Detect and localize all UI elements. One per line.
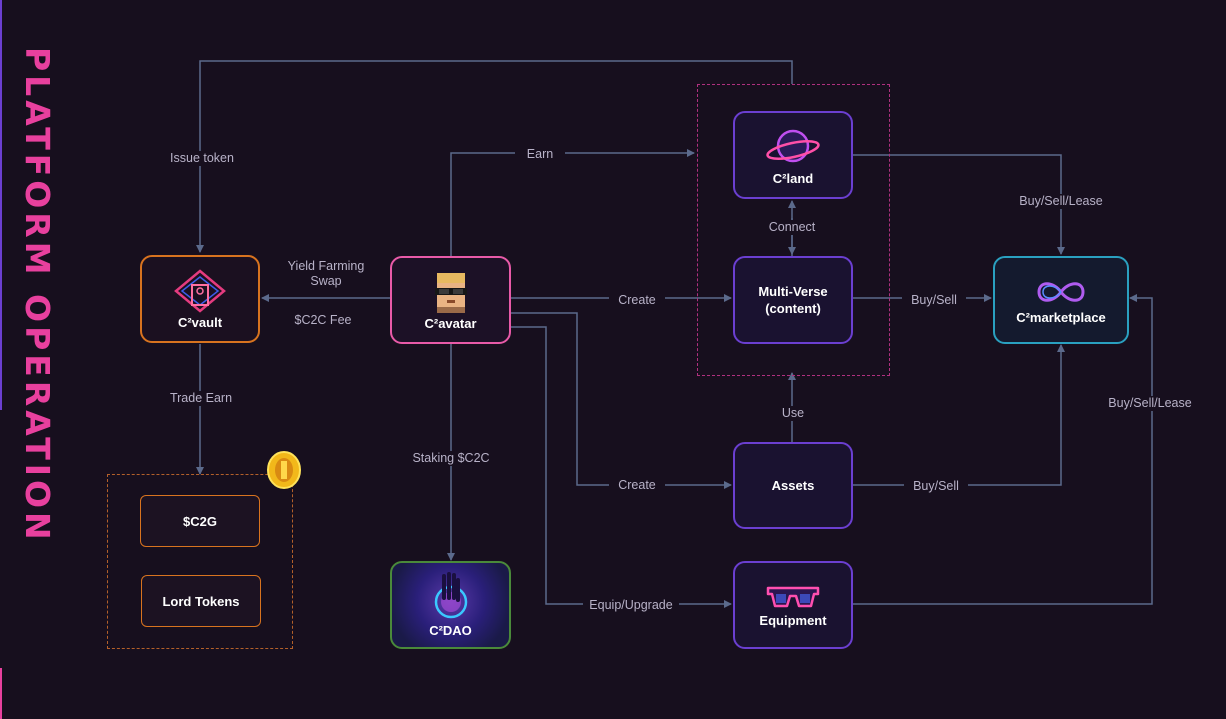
edge-equip-market [853,294,1153,605]
coin-icon [267,451,301,489]
node-dao[interactable]: C²DAO [390,561,511,649]
multiverse-line1: Multi-Verse [758,284,828,299]
dao-hand-icon [434,571,467,618]
node-marketplace[interactable]: C²marketplace [993,256,1129,344]
land-multiverse-group [697,84,890,376]
label-buy-sell-mv: Buy/Sell [902,293,966,308]
vault-label: C²vault [177,314,223,330]
label-buy-sell-assets: Buy/Sell [904,479,968,494]
avatar-icon [434,272,467,313]
infinity-icon [1037,281,1085,302]
label-staking: Staking $C2C [405,451,497,466]
label-create-multiverse: Create [609,293,665,308]
multiverse-line2: (content) [765,301,821,316]
assets-label: Assets [771,478,815,493]
edge-earn [450,149,695,256]
avatar-label: C²avatar [424,315,477,331]
label-yield-farming: Yield Farming Swap [278,259,374,289]
node-vault[interactable]: C²vault [140,255,260,343]
label-connect: Connect [762,220,822,235]
glasses-icon [766,586,820,607]
marketplace-label: C²marketplace [1016,309,1106,325]
label-yield-line2: Swap [310,274,342,288]
vault-icon [174,268,226,313]
label-buy-sell-lease-right: Buy/Sell/Lease [1100,396,1200,411]
node-land[interactable]: C²land [733,111,853,199]
label-equip-upgrade: Equip/Upgrade [583,598,679,613]
node-multiverse[interactable]: Multi-Verse (content) [733,256,853,344]
label-earn: Earn [515,147,565,162]
side-accent-line [0,0,2,410]
label-yield-line1: Yield Farming [287,259,365,273]
token-lord[interactable]: Lord Tokens [141,575,261,627]
label-buy-sell-lease-top: Buy/Sell/Lease [1012,194,1110,209]
label-use: Use [776,406,810,421]
edge-land-market [853,154,1065,255]
node-assets[interactable]: Assets [733,442,853,529]
label-create-assets: Create [609,478,665,493]
planet-icon [766,129,820,162]
dao-label: C²DAO [429,622,472,638]
token-c2g[interactable]: $C2G [140,495,260,547]
page-title: PLATFORM OPERATION [18,47,57,544]
node-equipment[interactable]: Equipment [733,561,853,649]
side-accent-line-bottom [0,668,2,719]
land-label: C²land [772,170,814,186]
label-issue-token: Issue token [162,151,242,166]
equipment-label: Equipment [759,612,827,628]
label-fee: $C2C Fee [288,313,358,328]
label-trade-earn: Trade Earn [163,391,239,406]
node-avatar[interactable]: C²avatar [390,256,511,344]
tokens-group [107,474,293,649]
